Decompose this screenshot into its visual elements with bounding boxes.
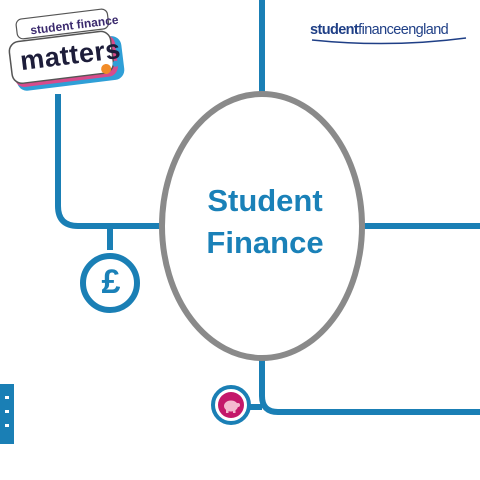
edge-tab [0,384,14,444]
brand-part-england: england [400,22,449,38]
piggy-bank-icon [211,385,251,425]
brand-wordmark: studentfinanceengland [310,22,449,38]
connector-bottom [259,358,480,415]
pound-icon-ring [80,253,140,313]
logo-small-text: student finance [29,12,120,38]
central-title: Student Finance [160,180,370,264]
logo-big-text: matters [18,33,123,77]
central-circle [159,91,365,361]
central-title-line2: Finance [206,225,324,260]
central-title-line1: Student [207,183,323,218]
matters-logo-backdrop [8,8,125,91]
pound-icon: £ [101,263,121,301]
brand-part-finance: finance [358,22,401,38]
connector-left [55,94,162,229]
brand-part-student: student [310,22,359,38]
student-finance-matters-logo: student finance matters [12,12,123,94]
brand-swoosh [311,37,467,45]
student-finance-england-logo: studentfinanceengland [306,20,470,50]
